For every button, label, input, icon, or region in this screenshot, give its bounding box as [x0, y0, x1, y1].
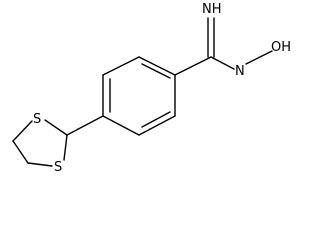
sulfur-bottom-label: S	[54, 160, 62, 175]
sulfur-top-label: S	[33, 112, 41, 127]
amidoxime-group	[174, 17, 273, 76]
dithiolane-bond-c5-c4	[12, 140, 29, 164]
ring-bond-6	[102, 56, 140, 76]
dithiolane-bond-c2-s1	[44, 119, 68, 136]
ring-bond-1-inner	[141, 63, 171, 79]
dithiolane-bond-s3-c2	[63, 134, 68, 161]
amidoxime-n-label: N	[235, 64, 245, 79]
ring-bond-4	[102, 115, 140, 136]
ring-bond-1	[138, 56, 176, 76]
benzene-ring	[102, 56, 176, 136]
chemical-structure-diagram: NH N OH S S	[12, 2, 291, 175]
nitrogen-oxygen-bond	[245, 50, 273, 65]
imine-nh-label: NH	[202, 2, 222, 17]
dithiolane-bond-c4-s3	[27, 162, 53, 167]
carbon-nitrogen-bond	[210, 56, 235, 70]
ring-bond-3-inner	[141, 111, 171, 128]
ring-to-amidine-carbon-bond	[174, 56, 212, 76]
hydroxyl-oh-label: OH	[271, 40, 291, 55]
ring-bond-3	[138, 115, 176, 136]
dithiolane-ring	[12, 115, 104, 167]
dithiolane-bond-s1-c5	[12, 120, 33, 142]
ring-to-dithiolane-bond	[66, 115, 104, 136]
